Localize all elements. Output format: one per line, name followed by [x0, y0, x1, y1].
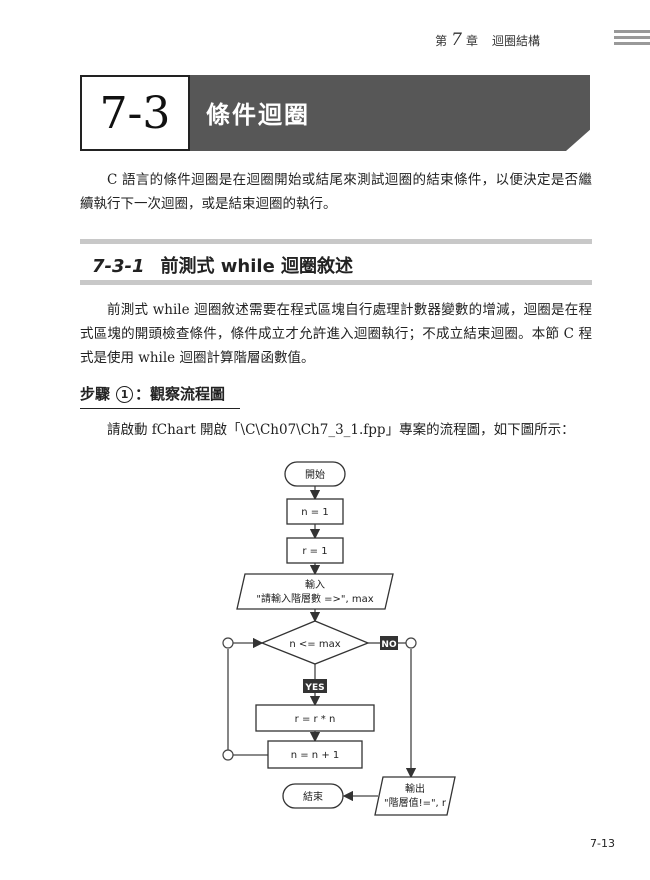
flowchart-multiply-label: r = r * n — [295, 714, 336, 725]
flowchart-input-expr: "請輸入階層數 =>", max — [256, 592, 373, 605]
step-label: 步驟 — [80, 385, 111, 403]
flowchart-init-r-label: r = 1 — [302, 546, 327, 557]
step-heading: 步驟 1：觀察流程圖 — [80, 383, 240, 409]
flowchart-init-r-node — [286, 537, 344, 564]
step-instruction: 請啟動 fChart 開啟「\C\Ch07\Ch7_3_1.fpp」專案的流程圖… — [107, 422, 575, 438]
subsection-top-rule — [80, 239, 592, 244]
subsection-heading: 7-3-1 前測式 while 迴圈敘述 — [92, 252, 353, 278]
flowchart-increment-label: n = n + 1 — [291, 750, 340, 761]
subsection-title: 前測式 while 迴圈敘述 — [160, 256, 354, 277]
section-number: 7-3 — [80, 75, 190, 151]
subsection-number: 7-3-1 — [92, 256, 145, 277]
flowchart-end-node — [282, 783, 344, 809]
step-title: ：觀察流程圖 — [135, 385, 226, 403]
section-banner: 7-3 條件迴圈 — [80, 75, 590, 151]
flowchart-init-n-node — [286, 498, 344, 525]
flowchart-junctions — [222, 637, 417, 761]
header-bar — [614, 36, 650, 39]
flowchart-end-label: 結束 — [303, 790, 323, 803]
running-header: 第 7 章 迴圈結構 — [435, 30, 540, 50]
section-title-background — [190, 75, 590, 151]
flowchart-output-node — [374, 776, 456, 816]
chapter-title: 迴圈結構 — [491, 34, 540, 48]
flowchart-output-expr: "階層值!=", r — [384, 796, 447, 809]
flowchart-input-node — [236, 573, 394, 610]
flowchart-init-n-label: n = 1 — [301, 507, 328, 518]
section-title: 條件迴圈 — [206, 101, 310, 129]
flowchart-no-label: NO — [381, 640, 397, 650]
junction-left-top — [222, 637, 234, 649]
page-number: 7-13 — [590, 837, 615, 850]
chapter-number: 7 — [451, 30, 462, 50]
flowchart-increment-node — [267, 740, 363, 769]
section-intro-paragraph: C 語言的條件迴圈是在迴圈開始或結尾來測試迴圈的結束條件，以便決定是否繼續執行下… — [80, 172, 592, 212]
flowchart-condition-label: n <= max — [289, 639, 340, 650]
chapter-suffix: 章 — [465, 34, 478, 48]
subsection-bottom-rule — [80, 280, 592, 285]
header-bar — [614, 42, 650, 45]
subsection-body-paragraph: 前測式 while 迴圈敘述需要在程式區塊自行處理計數器變數的增減，迴圈是在程式… — [80, 302, 592, 366]
flowchart-yes-badge — [303, 679, 327, 693]
flowchart-multiply-node — [255, 704, 375, 732]
flowchart-start-node — [284, 461, 346, 487]
junction-left-bottom — [222, 749, 234, 761]
junction-right-top — [405, 637, 417, 649]
flowchart-no-badge — [380, 636, 398, 650]
header-bar — [614, 30, 650, 33]
chapter-prefix: 第 — [435, 34, 448, 48]
header-decoration-bars — [614, 30, 650, 48]
flowchart-start-label: 開始 — [305, 468, 325, 481]
step-number-circle: 1 — [116, 386, 134, 403]
flowchart-condition-node — [260, 620, 370, 665]
flowchart-input-label: 輸入 — [305, 578, 325, 591]
flowchart-output-label: 輸出 — [405, 782, 425, 795]
flowchart-yes-label: YES — [304, 683, 324, 693]
flowchart-connectors — [227, 486, 417, 802]
